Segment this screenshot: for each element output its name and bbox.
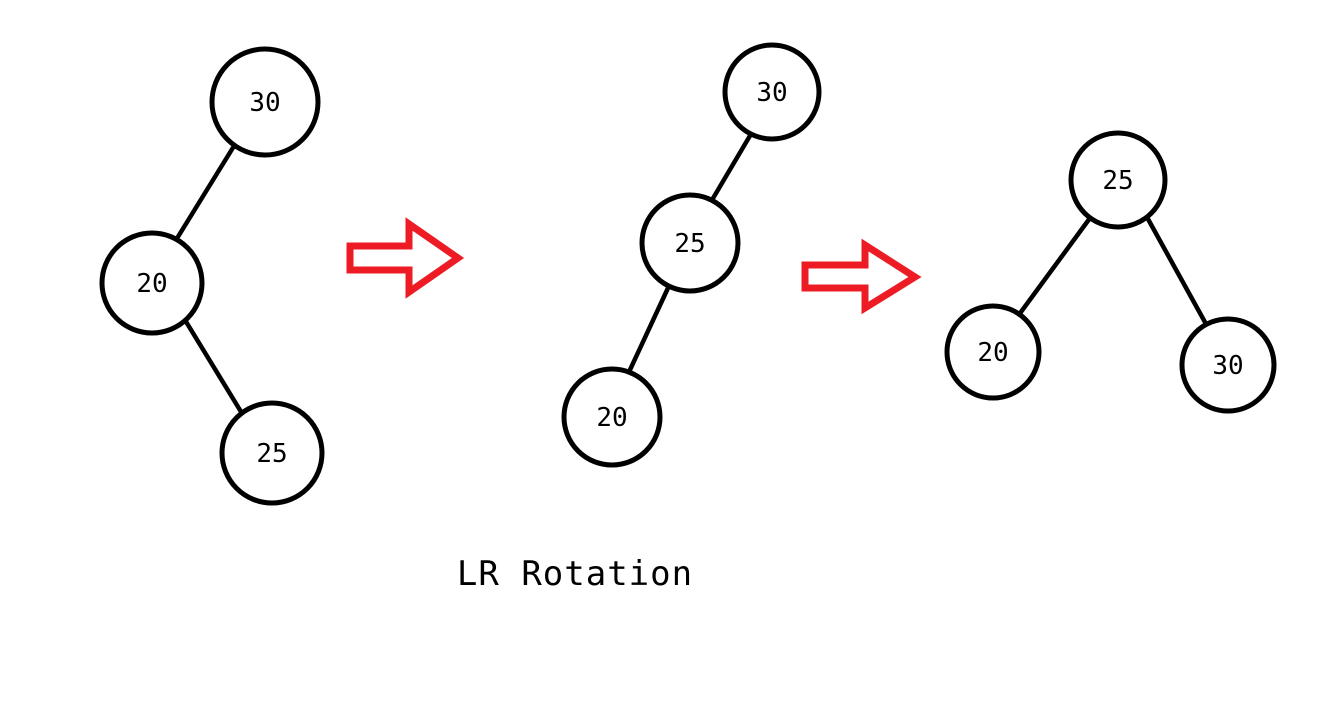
tree-node[interactable]: 30 — [722, 42, 822, 142]
tree-edge — [1015, 215, 1093, 319]
diagram-caption: LR Rotation — [457, 554, 693, 594]
node-label: 25 — [1102, 166, 1133, 196]
node-circle — [1068, 130, 1168, 230]
node-circle — [722, 42, 822, 142]
tree-stage-middle: 30 25 20 — [561, 42, 822, 468]
node-circle — [209, 46, 321, 158]
node-label: 30 — [249, 88, 280, 118]
node-circle — [219, 400, 325, 506]
tree-stage-after: 25 20 30 — [944, 130, 1277, 414]
tree-node[interactable]: 20 — [99, 230, 205, 336]
tree-node[interactable]: 20 — [944, 303, 1042, 401]
node-label: 20 — [136, 269, 167, 299]
node-circle — [639, 192, 741, 294]
node-label: 20 — [596, 403, 627, 433]
node-circle — [99, 230, 205, 336]
tree-edge — [173, 143, 237, 243]
node-label: 25 — [674, 229, 705, 259]
tree-stage-before: 30 20 25 — [99, 46, 325, 506]
tree-node[interactable]: 30 — [1179, 316, 1277, 414]
tree-node[interactable]: 30 — [209, 46, 321, 158]
tree-edge — [1145, 216, 1209, 327]
tree-node[interactable]: 25 — [639, 192, 741, 294]
rotation-arrow-2-icon — [801, 238, 922, 315]
rotation-arrow-1-icon — [346, 217, 465, 299]
node-circle — [1179, 316, 1277, 414]
tree-edge — [626, 285, 671, 375]
tree-node[interactable]: 20 — [561, 366, 663, 468]
tree-edge — [709, 131, 754, 203]
node-circle — [944, 303, 1042, 401]
tree-node[interactable]: 25 — [1068, 130, 1168, 230]
tree-edge — [182, 317, 246, 418]
node-label: 25 — [256, 439, 287, 469]
node-label: 30 — [756, 78, 787, 108]
node-circle — [561, 366, 663, 468]
node-label: 30 — [1212, 351, 1243, 381]
tree-node[interactable]: 25 — [219, 400, 325, 506]
node-label: 20 — [977, 338, 1008, 368]
